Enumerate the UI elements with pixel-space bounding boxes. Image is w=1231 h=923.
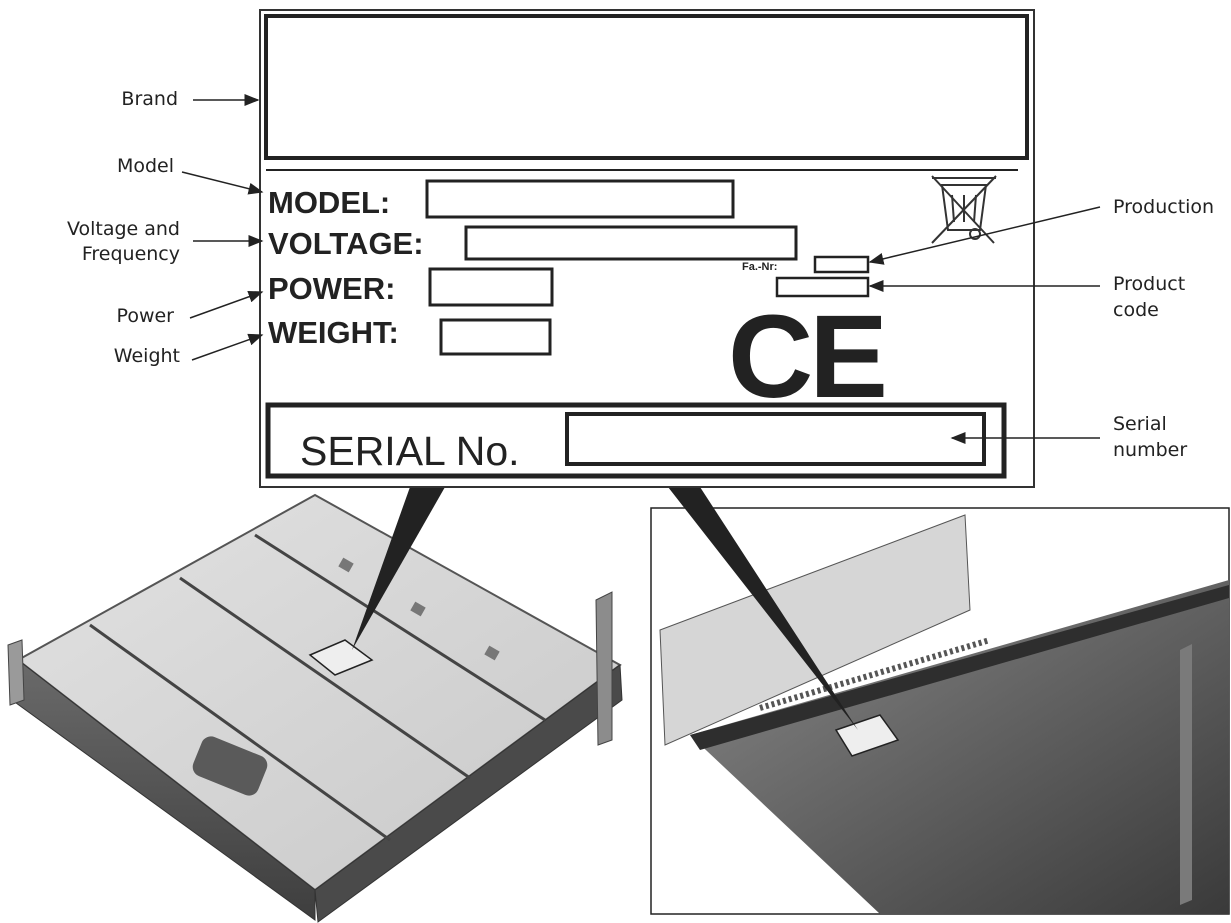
callout-power: Power: [117, 305, 175, 327]
callout-weight: Weight: [114, 345, 180, 367]
rating-plate: MODEL: VOLTAGE: POWER: WEIGHT: Fa.-Nr: C…: [259, 9, 1035, 488]
weight-label: WEIGHT:: [268, 315, 399, 350]
label-location-marker: [308, 639, 374, 676]
rear-label-location-marker: [834, 714, 900, 757]
power-label: POWER:: [268, 271, 395, 306]
production-field: [813, 255, 870, 274]
voltage-label: VOLTAGE:: [268, 226, 424, 261]
model-field: [425, 179, 735, 219]
callout-serial-line2: number: [1113, 439, 1187, 461]
power-field: [428, 267, 554, 307]
callout-production: Production: [1113, 196, 1214, 218]
callout-model: Model: [117, 155, 174, 177]
pointer-to-top-label: [352, 487, 445, 650]
callout-voltage-line1: Voltage and: [67, 218, 180, 240]
pointer-to-rear-label: [668, 487, 858, 730]
device-top-view: [7, 493, 623, 923]
callout-brand: Brand: [121, 88, 178, 110]
fa-nr-label: Fa.-Nr:: [742, 261, 777, 273]
weight-field: [439, 318, 552, 356]
brand-field: [264, 14, 1029, 160]
product-code-field: [775, 276, 870, 298]
callout-product-code-line1: Product: [1113, 273, 1185, 295]
voltage-field: [464, 225, 798, 261]
callout-serial-line1: Serial: [1113, 413, 1167, 435]
ce-mark: CE: [728, 291, 884, 423]
callout-voltage-line2: Frequency: [82, 243, 180, 265]
serial-label: SERIAL No.: [300, 428, 520, 474]
model-label: MODEL:: [268, 185, 390, 220]
serial-field: [565, 412, 986, 466]
callout-product-code-line2: code: [1113, 299, 1159, 321]
weee-bin-icon: [931, 175, 997, 244]
